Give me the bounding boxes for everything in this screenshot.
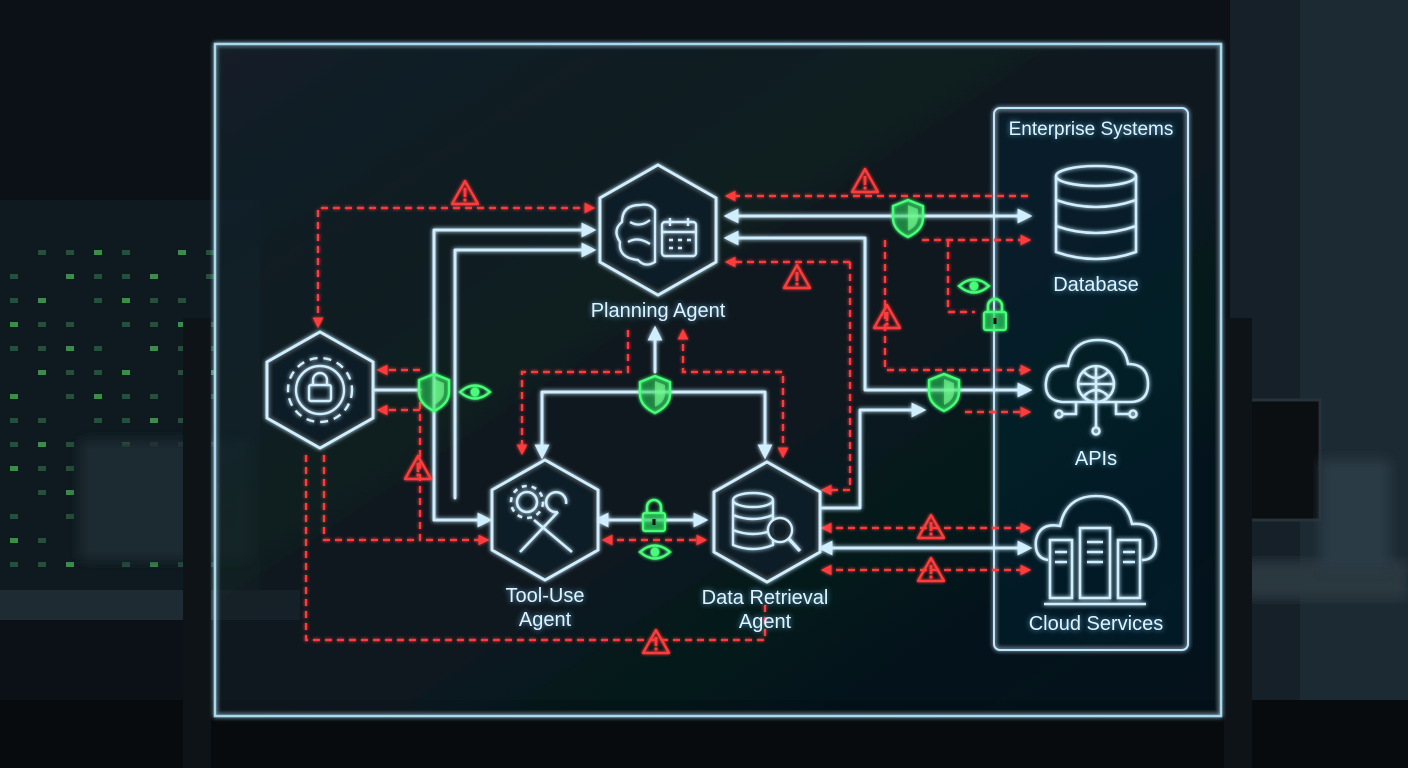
rack-light [150, 418, 158, 423]
rack-light [178, 346, 186, 351]
rack-light [10, 418, 18, 423]
rack-light [38, 442, 46, 447]
rack-light [38, 298, 46, 303]
rack-light [66, 490, 74, 495]
rack-light [10, 298, 18, 303]
rack-light [150, 394, 158, 399]
rack-light [94, 418, 102, 423]
enterprise-systems-title: Enterprise Systems [1008, 119, 1174, 140]
rack-light [94, 298, 102, 303]
agent-nodes [265, 163, 822, 584]
rack-light [38, 346, 46, 351]
planning-agent-label: Planning Agent [590, 300, 726, 322]
database-icon [1054, 164, 1138, 261]
rack-light [66, 346, 74, 351]
rack-light [178, 298, 186, 303]
rack-light [66, 394, 74, 399]
rack-light [66, 466, 74, 471]
rack-light [66, 562, 74, 567]
rack-light [150, 274, 158, 279]
data-retrieval-agent-node [712, 460, 822, 584]
rack-light [10, 274, 18, 279]
rack-light [122, 394, 130, 399]
rack-light [38, 490, 46, 495]
rack-light [122, 322, 130, 327]
rack-light [122, 418, 130, 423]
rack-light [150, 562, 158, 567]
tool-use-agent-label: Tool-Use Agent [505, 585, 585, 631]
rack-light [38, 418, 46, 423]
gear-lock-icon [286, 356, 354, 424]
wrench-gear-icon [509, 484, 573, 553]
rack-light [10, 322, 18, 327]
rack-light [178, 418, 186, 423]
rack-light [178, 370, 186, 375]
rack-light [122, 562, 130, 567]
rack-light [38, 322, 46, 327]
rack-light [178, 250, 186, 255]
data-retrieval-agent-label: Data Retrieval Agent [701, 587, 829, 633]
rack-light [10, 346, 18, 351]
cloud-server-icon [1034, 494, 1158, 606]
threat-paths [304, 190, 1032, 642]
rack-light [38, 562, 46, 567]
rack-light [10, 394, 18, 399]
rack-light [206, 274, 214, 279]
planning-agent-node [598, 163, 718, 297]
rack-light [122, 274, 130, 279]
rack-light [10, 562, 18, 567]
rack-light [122, 250, 130, 255]
orchestrator-node [265, 330, 375, 450]
enterprise-icons [1034, 164, 1158, 606]
rack-light [10, 514, 18, 519]
rack-light [150, 322, 158, 327]
rack-light [150, 298, 158, 303]
database-search-icon [731, 491, 802, 553]
cloud-globe-icon [1044, 338, 1150, 436]
rack-light [94, 394, 102, 399]
rack-light [66, 250, 74, 255]
rack-light [66, 274, 74, 279]
rack-light [66, 370, 74, 375]
rack-light [122, 370, 130, 375]
rack-light [10, 538, 18, 543]
rack-light [94, 346, 102, 351]
database-label: Database [1053, 274, 1139, 296]
rack-light [38, 538, 46, 543]
rack-light [178, 322, 186, 327]
rack-light [94, 274, 102, 279]
cloud-services-label: Cloud Services [1028, 613, 1164, 635]
rack-light [38, 370, 46, 375]
rack-light [10, 442, 18, 447]
rack-light [38, 250, 46, 255]
rack-light [178, 562, 186, 567]
rack-light [94, 250, 102, 255]
rack-light [206, 250, 214, 255]
rack-light [10, 466, 18, 471]
flow-retrieval-apis [820, 402, 927, 510]
rack-light [122, 298, 130, 303]
rack-light [66, 442, 74, 447]
rack-light [150, 346, 158, 351]
brain-calendar-icon [615, 203, 698, 266]
apis-label: APIs [1074, 448, 1118, 470]
rack-light [38, 466, 46, 471]
rack-light [66, 322, 74, 327]
rack-light [66, 514, 74, 519]
rack-light [94, 370, 102, 375]
